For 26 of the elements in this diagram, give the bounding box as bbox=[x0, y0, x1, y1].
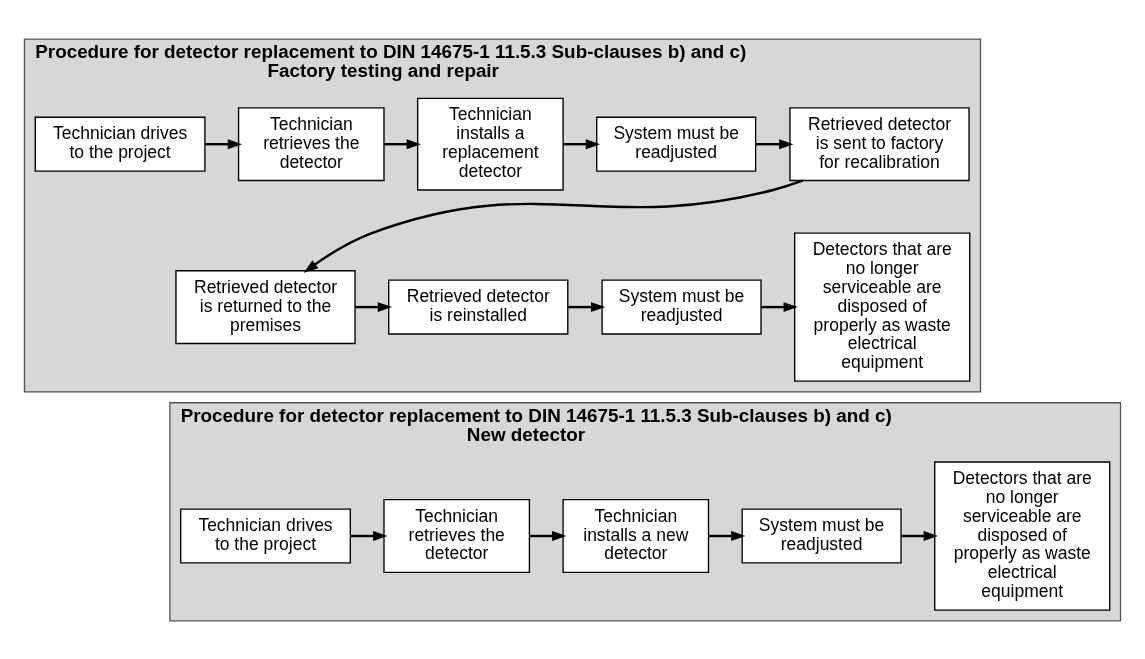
node-box: System must be readjusted bbox=[601, 279, 762, 335]
node-box: Retrieved detector is returned to the premises bbox=[175, 269, 356, 344]
node-box: Technician drives to the project bbox=[180, 507, 351, 564]
node-box: System must be readjusted bbox=[596, 116, 757, 172]
arrow bbox=[355, 301, 393, 312]
node-box: Technician installs a replacement detector bbox=[416, 97, 564, 191]
node-box: Detectors that are no longer serviceable are disposed of properly as waste electrical equipment bbox=[934, 460, 1111, 611]
node-box: Retrieved detector is reinstalled bbox=[388, 279, 569, 335]
arrow bbox=[761, 301, 798, 312]
arrow bbox=[756, 138, 794, 149]
node-box: Technician retrieves the detector bbox=[237, 106, 385, 181]
node-box: Detectors that are no longer serviceable are disposed of properly as waste electrical equipment bbox=[794, 231, 971, 382]
arrow bbox=[568, 301, 606, 312]
arrow bbox=[205, 138, 243, 149]
arrow bbox=[563, 138, 601, 149]
arrow bbox=[350, 530, 388, 541]
arrow bbox=[303, 179, 803, 273]
node-box: Technician installs a new detector bbox=[562, 498, 710, 573]
node-box: Technician retrieves the detector bbox=[383, 498, 531, 573]
arrow bbox=[708, 530, 746, 541]
arrow bbox=[529, 530, 567, 541]
node-box: System must be readjusted bbox=[741, 507, 902, 564]
node-box: Technician drives to the project bbox=[34, 116, 206, 172]
arrow bbox=[901, 530, 938, 541]
arrow bbox=[384, 138, 421, 149]
node-box: Retrieved detector is sent to factory for recalibration bbox=[789, 106, 970, 181]
